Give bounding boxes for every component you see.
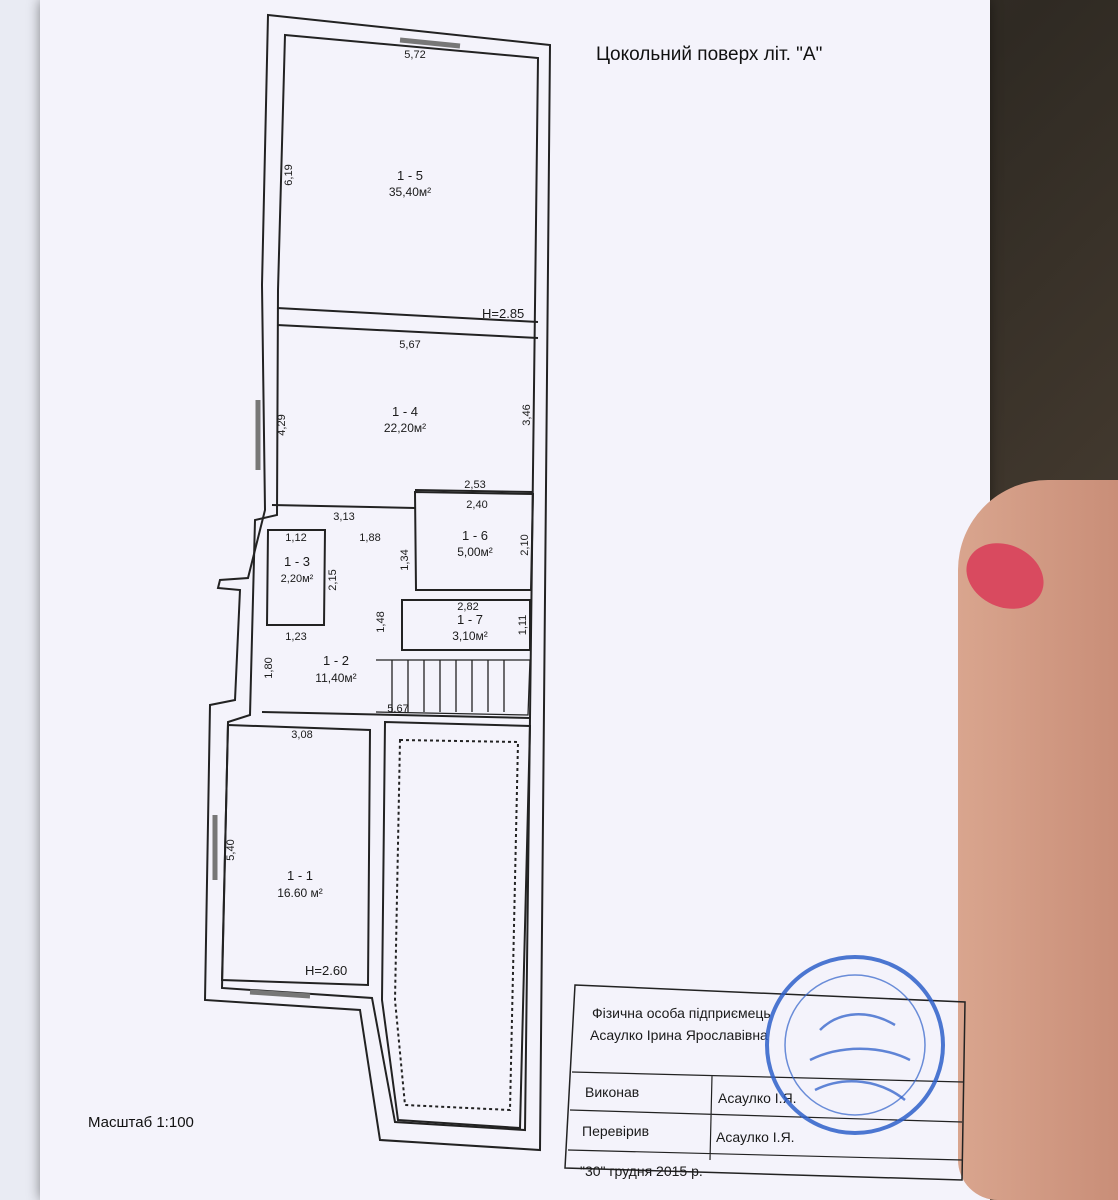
dimension: 2,40: [466, 499, 487, 511]
room-label: 1 - 6: [462, 528, 488, 543]
dimension: 1,48: [375, 611, 387, 632]
room-1-7: [401, 599, 531, 651]
room-area: 16.60 м²: [277, 886, 323, 900]
inner-outer-wall: [220, 33, 540, 1132]
scale-label: Масштаб 1:100: [88, 1114, 194, 1131]
dimension: 5,40: [225, 839, 237, 860]
wall-1-5-1-4: [276, 307, 539, 339]
date: "30" грудня 2015 р.: [580, 1163, 703, 1179]
org-name-line1: Фізична особа підприємець: [592, 1005, 771, 1021]
dimension: 3,08: [291, 729, 312, 741]
dimension: 5,67: [399, 339, 420, 351]
stairs: [375, 659, 531, 716]
official-stamp: [765, 955, 945, 1135]
title-block: Фізична особа підприємець Асаулко Ірина …: [564, 984, 966, 1181]
dimension: 2,53: [464, 479, 485, 491]
dimension: 2,10: [519, 534, 531, 555]
dimension: 2,82: [457, 601, 478, 613]
plan-title: Цокольний поверх літ. "А": [596, 44, 823, 65]
wall-1-2-lower: [261, 711, 531, 719]
checked-by-value: Асаулко І.Я.: [716, 1129, 795, 1145]
room-label: 1 - 5: [397, 168, 423, 183]
dimension: 1,23: [285, 631, 306, 643]
room-area: 3,10м²: [452, 629, 488, 643]
room-area: 11,40м²: [315, 671, 356, 685]
dimension: 1,11: [517, 615, 529, 636]
light-well: [380, 720, 532, 1130]
room-label: 1 - 1: [287, 868, 313, 883]
dimension: 3,13: [333, 511, 354, 523]
dimension: 1,12: [285, 532, 306, 544]
checked-by-label: Перевірив: [582, 1123, 649, 1139]
dimension: 5,72: [404, 49, 425, 61]
window-bottom: [249, 989, 311, 999]
window-top: [399, 37, 461, 49]
room-area: 5,00м²: [457, 545, 493, 559]
dimension: 4,29: [276, 414, 288, 435]
dimension: 1,34: [399, 549, 411, 570]
room-label: 1 - 3: [284, 554, 310, 569]
room-label: 1 - 7: [457, 612, 483, 627]
dimension: 3,46: [521, 404, 533, 425]
org-name-line2: Асаулко Ірина Ярославівна: [590, 1027, 768, 1043]
room-label: 1 - 2: [323, 653, 349, 668]
room-area: 2,20м²: [281, 573, 314, 585]
room-area: 22,20м²: [384, 421, 426, 435]
room-area: 35,40м²: [389, 185, 431, 199]
dimension: 5.67: [387, 703, 408, 715]
ceiling-height-upper: H=2.85: [482, 306, 524, 321]
wall-1-4-lower: [271, 489, 534, 509]
performed-by-label: Виконав: [585, 1084, 639, 1100]
ceiling-height-lower: H=2.60: [305, 963, 347, 978]
dimension: 1,88: [359, 532, 380, 544]
light-well-inner: [393, 738, 520, 1112]
room-1-1: [220, 723, 372, 987]
dimension: 6,19: [283, 164, 295, 185]
room-1-3: [265, 529, 327, 626]
room-label: 1 - 4: [392, 404, 418, 419]
room-1-6: [413, 490, 535, 591]
outer-wall: [203, 13, 552, 1152]
dimension: 1,80: [263, 657, 275, 678]
dimension: 2,15: [327, 569, 339, 590]
performed-by-value: Асаулко І.Я.: [718, 1090, 797, 1106]
